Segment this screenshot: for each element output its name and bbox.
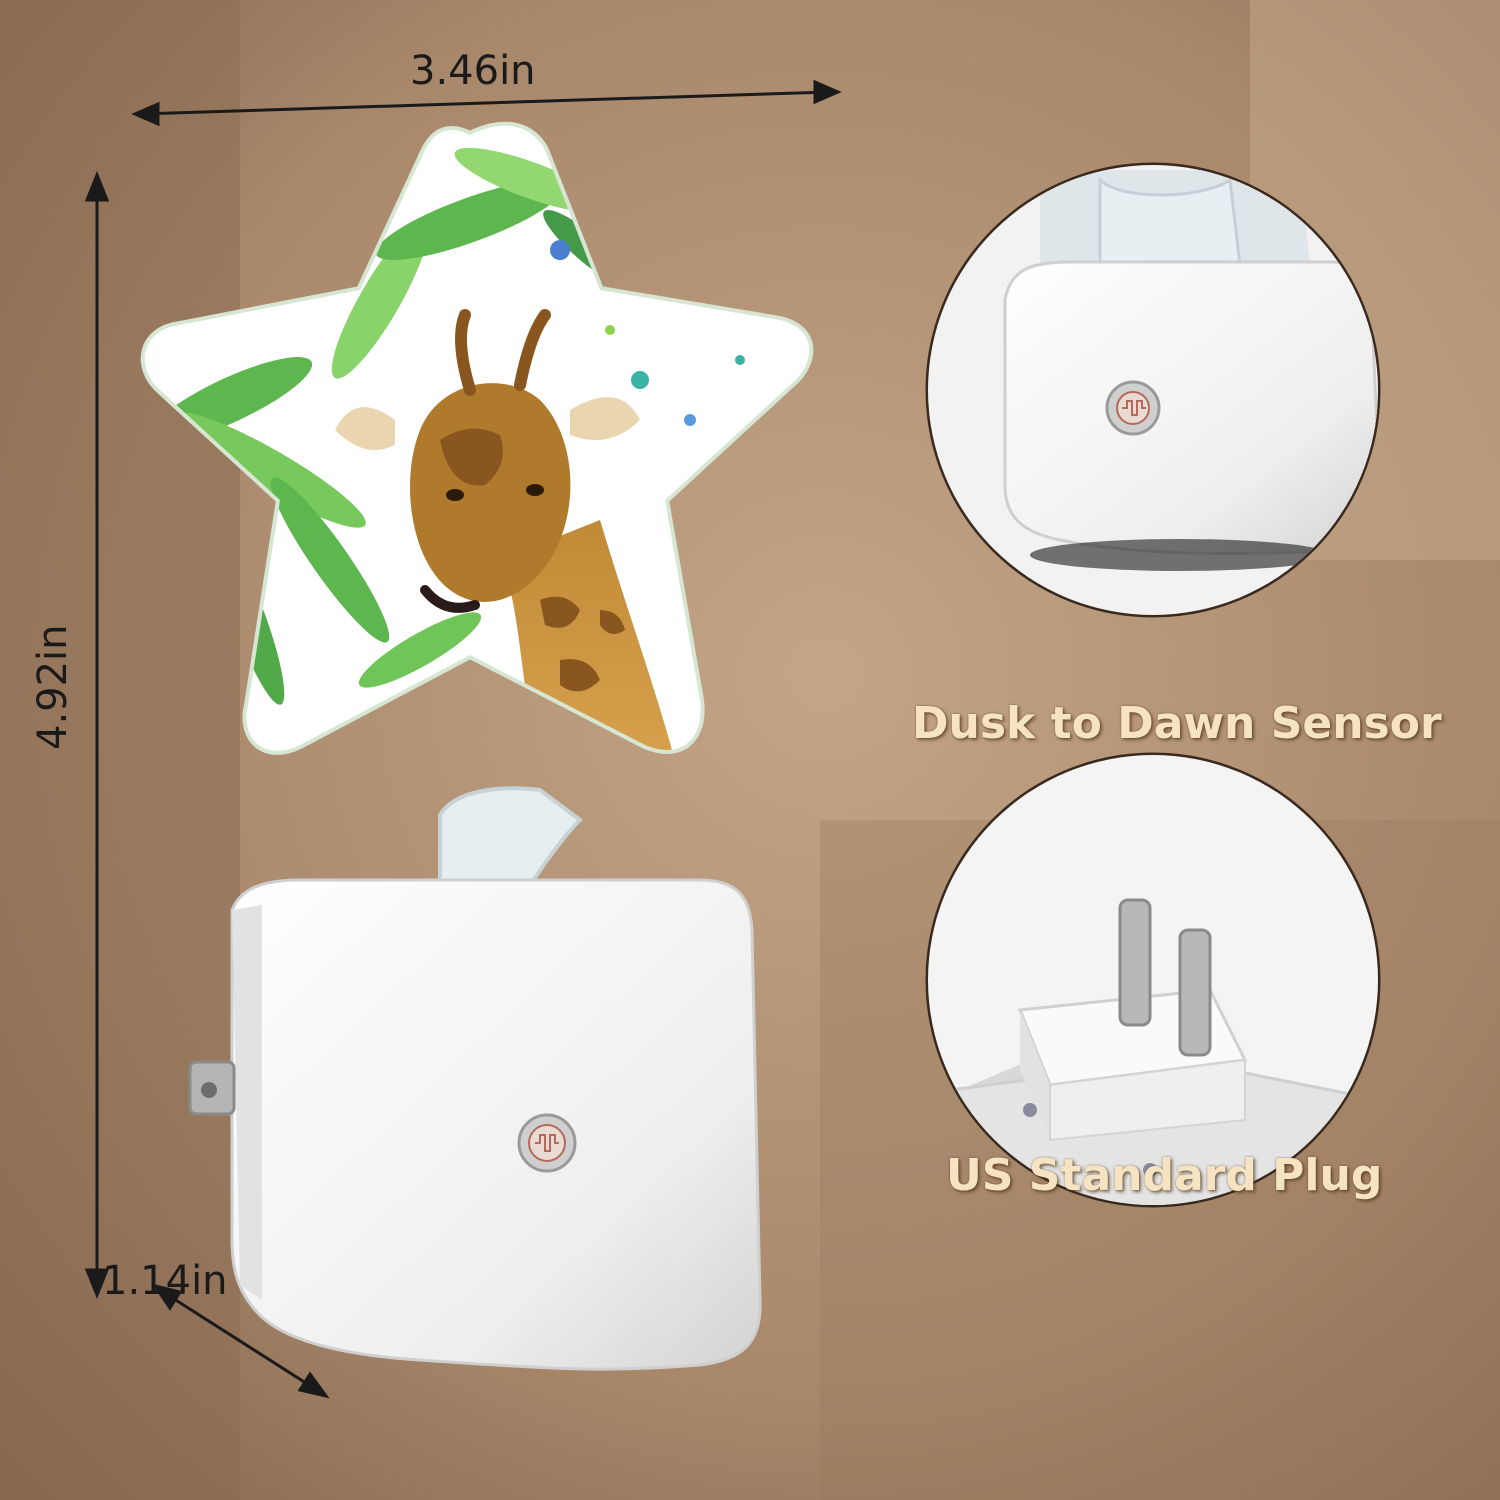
height-arrow [84, 170, 110, 1300]
giraffe-eye-right [526, 484, 544, 496]
sensor-caption: Dusk to Dawn Sensor [912, 698, 1442, 749]
giraffe-ear-right [570, 397, 640, 440]
depth-arrow [151, 1283, 330, 1399]
depth-dimension-label: 1.14in [102, 1258, 228, 1304]
plug-closeup-inset [925, 752, 1381, 1208]
giraffe-horn-left [455, 309, 476, 396]
giraffe-tongue [420, 585, 480, 613]
night-light-housing [188, 878, 762, 1371]
width-arrow [131, 79, 842, 127]
background-wall-left [0, 0, 240, 1500]
giraffe-face-patch [440, 428, 503, 486]
giraffe-ear-left [335, 407, 395, 450]
sensor-closeup-inset [925, 162, 1381, 618]
plug-caption: US Standard Plug [946, 1150, 1383, 1201]
width-dimension-label: 3.46in [410, 48, 536, 94]
giraffe-horn-right [514, 309, 551, 391]
plug-blade-left [1118, 898, 1152, 1027]
plug-blade-right [1178, 928, 1212, 1057]
giraffe-eye-left [446, 489, 464, 501]
height-dimension-label: 4.92in [30, 624, 76, 750]
light-sensor-icon [517, 1113, 577, 1173]
